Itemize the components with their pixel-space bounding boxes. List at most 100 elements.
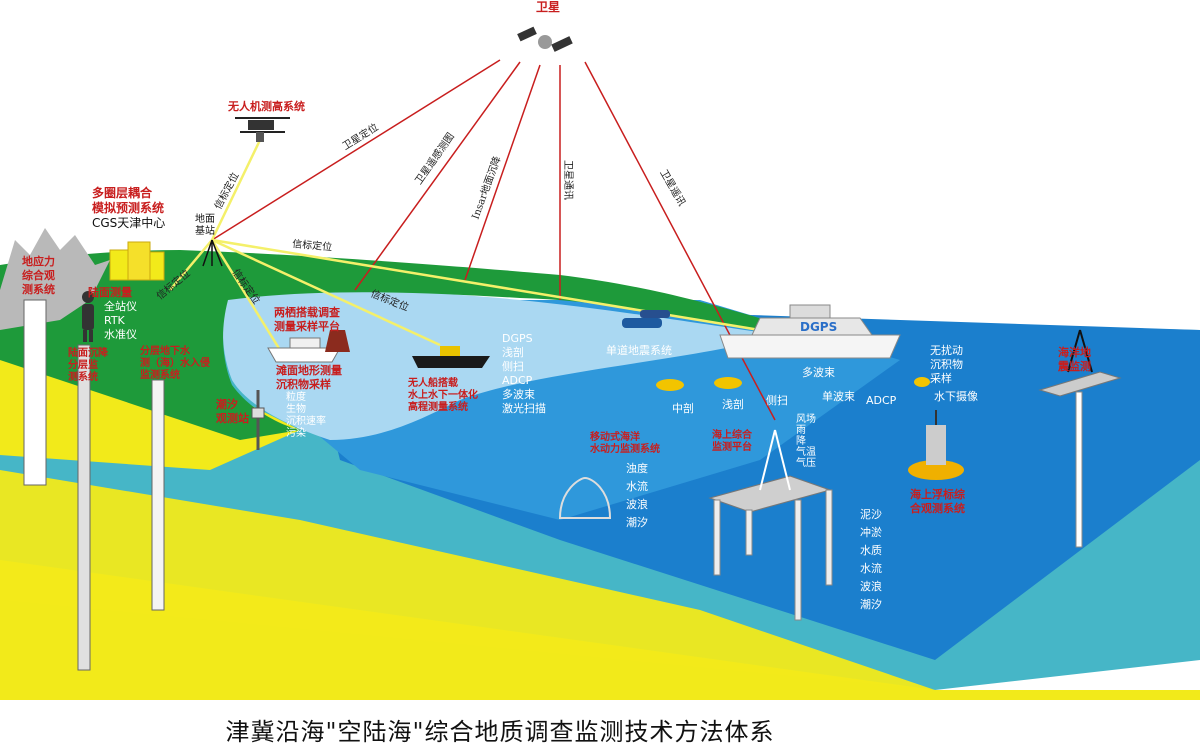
geostress-line3: 测系统: [22, 283, 55, 296]
tide-item: 生物: [286, 404, 306, 415]
platform-sea-item: 波浪: [860, 580, 882, 593]
usv-item: DGPS: [502, 332, 533, 345]
platform-item: 气压: [796, 458, 816, 469]
platform-sea-item: 水质: [860, 544, 882, 557]
ground-station-icon: [202, 239, 223, 267]
link-label-comm2: 卫星遥讯: [657, 167, 688, 208]
geostress-line2: 综合观: [22, 269, 55, 282]
buoy-line1: 海上浮标综: [910, 488, 965, 501]
satellite-icon: [517, 26, 573, 52]
usv-items: DGPS 浅剖 侧扫 ADCP 多波束 激光扫描: [502, 332, 546, 416]
seismic-float-icon: [622, 310, 670, 328]
mobile-obs-item: 水流: [626, 480, 648, 493]
seafloor-station-icon: [1038, 329, 1122, 548]
platform-line2: 监测平台: [712, 442, 752, 453]
coupling-line1: 多圈层耦合: [92, 186, 153, 200]
platform-sea-item: 泥沙: [860, 508, 882, 521]
usv-line2: 水上水下一体化: [408, 390, 478, 401]
coupling-line2: 模拟预测系统: [92, 201, 165, 215]
building-a: [109, 249, 129, 281]
shallow-profile-label: 浅剖: [722, 398, 744, 411]
link-beacon-4: [211, 238, 791, 337]
link-beacon-uav: [210, 139, 262, 241]
mobile-obs-item: 浊度: [626, 462, 648, 475]
satellite-label: 卫星: [536, 0, 561, 14]
seafloor-label: 海洋地 震监测: [1058, 346, 1091, 374]
platform-sea-item: 潮汐: [860, 598, 882, 611]
link-label-beacon-4: 信标定位: [292, 237, 333, 253]
amphibious-platform-icon: [267, 330, 350, 363]
link-sat-insar: [464, 64, 541, 281]
platform-item: 降: [796, 436, 806, 447]
borehole-left: [23, 299, 47, 486]
platform-sea-item: 水流: [860, 562, 882, 575]
surveyor-item: RTK: [104, 314, 125, 327]
platform-sea-items: 泥沙 冲淤 水质 水流 波浪 潮汐: [860, 506, 882, 614]
link-sat-ship: [584, 61, 776, 421]
surveyor-item: 水准仪: [104, 328, 137, 341]
land-green: [0, 250, 800, 440]
platform-sea-item: 冲淤: [860, 526, 882, 539]
survey-ship-icon: [719, 304, 901, 359]
coupling-label: 多圈层耦合 模拟预测系统 CGS天津中心: [92, 186, 165, 231]
borehole-right: [151, 379, 165, 611]
mobile-obs-item: 潮汐: [626, 516, 648, 529]
disturb-line: 采样: [930, 372, 952, 385]
platform-item: 风场: [796, 414, 816, 425]
tide-item: 粒度: [286, 392, 306, 403]
mobile-obs-line1: 移动式海洋: [590, 432, 640, 443]
underwater-camera-label: 水下摄像: [934, 390, 978, 403]
mobile-obs-items: 浊度 水流 波浪 潮汐: [626, 460, 648, 532]
beach-label: 滩面地形测量 沉积物采样: [276, 364, 342, 392]
surveyor-item: 全站仪: [104, 300, 137, 313]
seismic-label: 单道地震系统: [606, 344, 672, 357]
link-sat-rs: [354, 61, 521, 291]
tide-line2: 观测站: [216, 412, 249, 425]
seafloor-line2: 震监测: [1058, 360, 1091, 373]
borehole1-line1: 陆面沉降: [68, 348, 108, 359]
usv-item: 多波束: [502, 388, 535, 401]
mobile-obs-line2: 水动力监测系统: [590, 444, 660, 455]
tide-station-icon: [251, 390, 265, 450]
usv-label: 无人船搭载 水上水下一体化 高程测量系统: [408, 378, 478, 414]
borehole1-line2: 分层监: [68, 360, 98, 371]
ground-station-label: 地面 基站: [195, 214, 215, 237]
mobile-obs-item: 波浪: [626, 498, 648, 511]
borehole-mid: [77, 344, 91, 671]
uav-label: 无人机测高系统: [228, 100, 305, 113]
disturb-line: 沉积物: [930, 358, 963, 371]
amphibious-line2: 测量采样平台: [274, 320, 340, 333]
borehole2-line3: 监测系统: [140, 370, 180, 381]
seafloor-line1: 海洋地: [1058, 346, 1091, 359]
amphibious-line1: 两栖搭载调查: [274, 306, 340, 319]
adcp-label: ADCP: [866, 394, 897, 407]
usv-item: 侧扫: [502, 360, 524, 373]
page-title: 津冀沿海"空陆海"综合地质调查监测技术方法体系: [225, 718, 775, 746]
link-label-comm: 卫星通讯: [562, 160, 574, 200]
link-sat-ground: [211, 59, 501, 241]
tide-station-items: 粒度 生物 沉积速率 污染: [286, 392, 326, 440]
strata-yellow-upper: [0, 360, 300, 470]
surveyor-title-text: 陆面测量: [88, 286, 132, 299]
usv-item: ADCP: [502, 374, 533, 387]
platform-item: 气温: [796, 447, 816, 458]
borehole2-line2: 测（海）水入侵: [140, 358, 210, 369]
building-b: [127, 241, 151, 281]
strata-yellow-bottom: [0, 520, 1200, 700]
link-beacon-1: [169, 239, 213, 291]
building-c: [149, 251, 165, 281]
offshore-platform-icon: [708, 429, 833, 621]
disturb-line: 无扰动: [930, 344, 963, 357]
camera-icon: [914, 377, 930, 387]
geostress-label: 地应力 综合观 测系统: [22, 255, 55, 297]
link-beacon-2: [210, 239, 282, 351]
platform-line1: 海上综合: [712, 430, 752, 441]
borehole1-label: 陆面沉降 分层监 测系统: [68, 348, 108, 384]
buoy-label: 海上浮标综 合观测系统: [910, 488, 965, 516]
tide-item: 沉积速率: [286, 416, 326, 427]
side-scan-label: 侧扫: [766, 394, 788, 407]
shallow-profile-fish-icon: [714, 377, 742, 389]
ship-dgps-label: DGPS: [800, 320, 838, 334]
tide-item: 污染: [286, 428, 306, 439]
singlebeam-label: 单波束: [822, 390, 855, 403]
